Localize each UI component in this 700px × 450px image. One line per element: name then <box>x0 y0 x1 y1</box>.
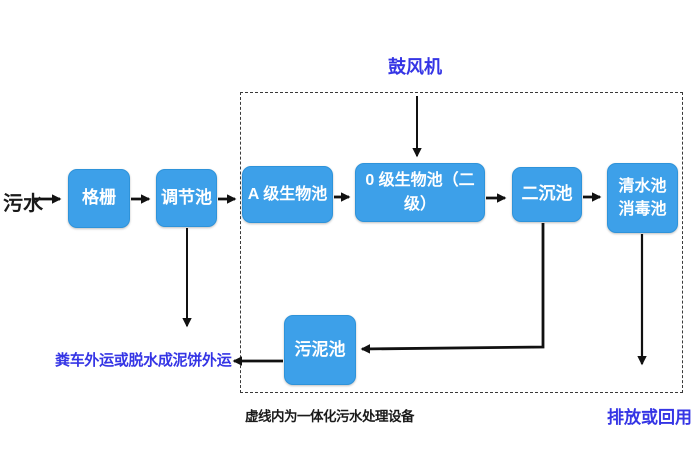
node-o-grade-bio-tank: 0 级生物池（二级） <box>355 163 485 222</box>
node-a-grade-bio-tank-label: A 级生物池 <box>247 185 328 203</box>
integrated-equipment-dashed-boundary <box>240 92 683 393</box>
node-regulating-tank-label: 调节池 <box>161 187 212 207</box>
node-a-grade-bio-tank: A 级生物池 <box>242 166 333 223</box>
node-clear-water-tank-label: 清水池 <box>618 177 667 195</box>
node-sludge-tank-label: 污泥池 <box>294 339 346 359</box>
discharge-label: 排放或回用 <box>607 408 692 427</box>
blower-label: 鼓风机 <box>388 57 442 77</box>
node-o-grade-bio-tank-label: 0 级生物池（二级） <box>365 172 475 213</box>
sludge-disposal-label: 粪车外运或脱水成泥饼外运 <box>55 352 232 369</box>
node-disinfection-tank-label: 消毒池 <box>618 201 667 218</box>
node-secondary-sedimentation-tank-label: 二沉池 <box>521 184 573 204</box>
boundary-caption-label: 虚线内为一体化污水处理设备 <box>245 409 415 424</box>
node-secondary-sedimentation-tank: 二沉池 <box>512 167 582 222</box>
node-clear-water-disinfection-tank: 清水池 消毒池 <box>607 163 678 233</box>
node-sludge-tank: 污泥池 <box>284 315 356 385</box>
node-grid-label: 格栅 <box>82 188 116 208</box>
node-regulating-tank: 调节池 <box>156 169 217 227</box>
inflow-label: 污水 <box>3 193 43 215</box>
node-grid: 格栅 <box>68 169 130 228</box>
